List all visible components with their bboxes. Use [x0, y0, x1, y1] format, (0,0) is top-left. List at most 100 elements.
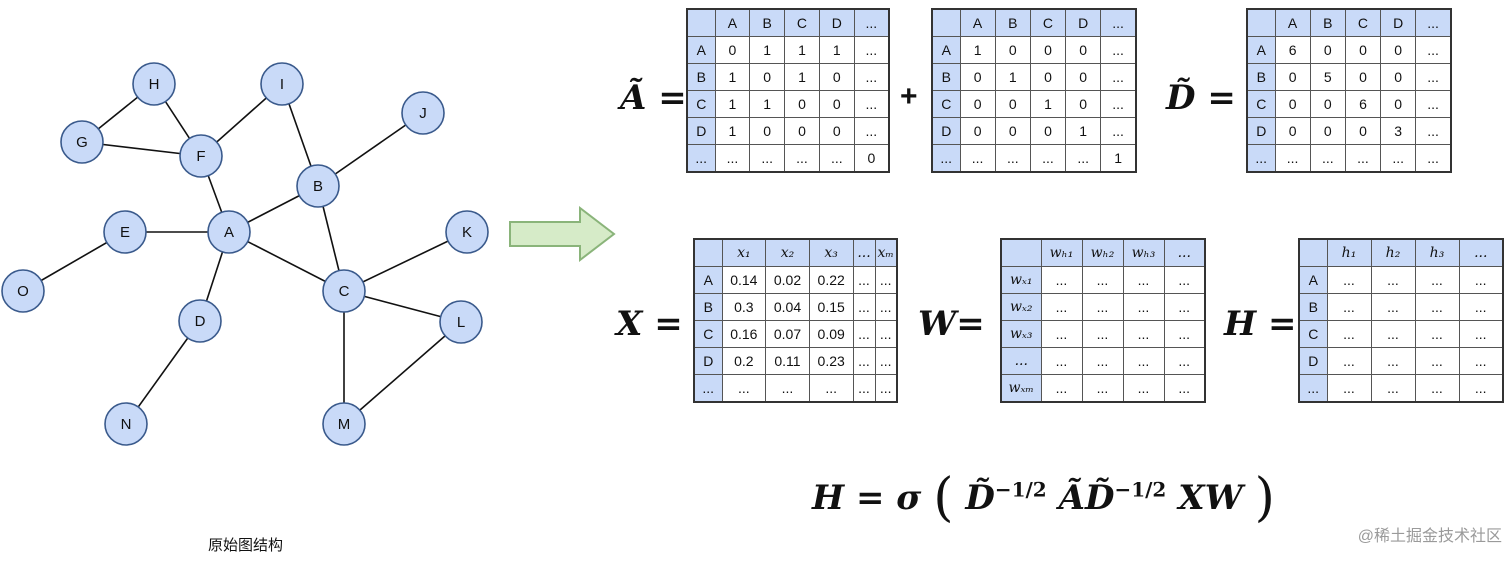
- matrix-header-cell: A: [1274, 8, 1311, 37]
- matrix-cell: ...: [1081, 374, 1124, 403]
- matrix-cell: 0: [1274, 117, 1311, 145]
- matrix-cell: 1: [714, 90, 751, 118]
- table-row: D............: [1298, 347, 1504, 375]
- matrix-cell: ...: [1040, 320, 1083, 348]
- matrix-cell: ...: [1122, 347, 1165, 375]
- graph-node-circle: [103, 210, 147, 254]
- graph-node-label: B: [313, 178, 323, 195]
- matrix-cell: 0.07: [765, 320, 810, 348]
- matrix-cell: 0.15: [808, 293, 854, 321]
- matrix-cell: ...: [874, 320, 898, 348]
- matrix-cell: ...: [874, 347, 898, 375]
- matrix-cell: ...: [852, 293, 876, 321]
- graph-node-label: N: [121, 416, 132, 433]
- matrix-cell: ...: [852, 266, 876, 294]
- matrix-cell: 1: [714, 63, 751, 91]
- matrix-cell: 0: [749, 63, 786, 91]
- edge-k-c: [343, 231, 468, 292]
- formula-d-tilde-1: D̃: [965, 478, 995, 518]
- matrix-cell: 0: [818, 90, 855, 118]
- matrix-cell: ...: [874, 293, 898, 321]
- graph-node-circle: [260, 62, 304, 106]
- label-d-tilde: D̃ =: [1166, 78, 1236, 118]
- formula-exp-2: −1/2: [1114, 477, 1167, 502]
- table-row: ..................: [1246, 144, 1452, 173]
- matrix-cell: ...: [749, 144, 786, 173]
- graph-node-e: E: [103, 210, 147, 254]
- matrix-header-cell: [931, 8, 961, 37]
- matrix-header-cell: A: [714, 8, 751, 37]
- matrix-cell: ...: [1415, 117, 1452, 145]
- matrix-cell: 0: [1344, 117, 1382, 145]
- matrix-row-header-cell: B: [931, 63, 961, 91]
- graph-node-circle: [178, 299, 222, 343]
- formula-lhs: H = σ: [812, 478, 922, 518]
- matrix-row-header-cell: B: [1246, 63, 1276, 91]
- matrix-cell: ...: [1100, 117, 1137, 145]
- matrix-header-cell: [1298, 238, 1328, 267]
- matrix-cell: ...: [1414, 293, 1460, 321]
- matrix-cell: ...: [1326, 374, 1372, 403]
- graph-node-l: L: [439, 300, 483, 344]
- matrix-cell: ...: [1100, 36, 1137, 64]
- matrix-cell: 0.22: [808, 266, 854, 294]
- matrix-cell: ...: [1415, 36, 1452, 64]
- matrix-header-cell: [1246, 8, 1276, 37]
- matrix-cell: ...: [784, 144, 820, 173]
- graph-node-circle: [1, 269, 45, 313]
- graph-node-b: B: [296, 164, 340, 208]
- matrix-header-cell: ...: [852, 238, 876, 267]
- graph-node-label: J: [419, 105, 427, 122]
- graph-node-g: G: [60, 120, 104, 164]
- graph-node-k: K: [445, 210, 489, 254]
- matrix-header-cell: ...: [853, 8, 890, 37]
- matrix-header-cell: xₘ: [874, 238, 898, 267]
- matrix-cell: 0: [714, 36, 751, 64]
- matrix-cell: ...: [994, 144, 1031, 173]
- formula-exp-1: −1/2: [994, 477, 1047, 502]
- matrix-cell: 0: [1344, 36, 1382, 64]
- matrix-row-header-cell: ...: [686, 144, 716, 173]
- matrix-cell: 1: [784, 63, 820, 91]
- matrix-row-header-cell: C: [693, 320, 723, 348]
- formula-d-tilde-2: D̃: [1084, 478, 1115, 518]
- matrix-cell: ...: [1458, 266, 1504, 294]
- matrix-row-header-cell: C: [1298, 320, 1328, 348]
- matrix-header-cell: D: [1380, 8, 1417, 37]
- matrix-header-cell: wₕ₃: [1122, 238, 1165, 267]
- matrix-cell: ...: [959, 144, 996, 173]
- table-row: C............: [1298, 320, 1504, 348]
- matrix-cell: 3: [1380, 117, 1417, 145]
- matrix-cell: ...: [1370, 293, 1416, 321]
- graph-node-label: A: [224, 224, 234, 241]
- matrix-header-cell: x₂: [765, 238, 810, 267]
- matrix-cell: ...: [714, 144, 751, 173]
- matrix-cell: ...: [1326, 293, 1372, 321]
- graph-node-label: K: [462, 224, 472, 241]
- matrix-header-cell: B: [749, 8, 786, 37]
- graph-node-circle: [322, 269, 366, 313]
- matrix-cell: ...: [852, 374, 876, 403]
- graph-node-label: O: [17, 283, 29, 300]
- matrix-header-cell: wₕ₂: [1081, 238, 1124, 267]
- graph-node-j: J: [401, 91, 445, 135]
- matrix-cell: ...: [1122, 266, 1165, 294]
- matrix-row-header-cell: B: [1298, 293, 1328, 321]
- matrix-cell: 0: [1029, 117, 1067, 145]
- graph-node-h: H: [132, 62, 176, 106]
- graph-node-circle: [179, 134, 223, 178]
- matrix-cell: 0: [1380, 63, 1417, 91]
- graph-node-n: N: [104, 402, 148, 446]
- matrix-cell: 0.14: [721, 266, 767, 294]
- graph-node-label: I: [280, 76, 284, 93]
